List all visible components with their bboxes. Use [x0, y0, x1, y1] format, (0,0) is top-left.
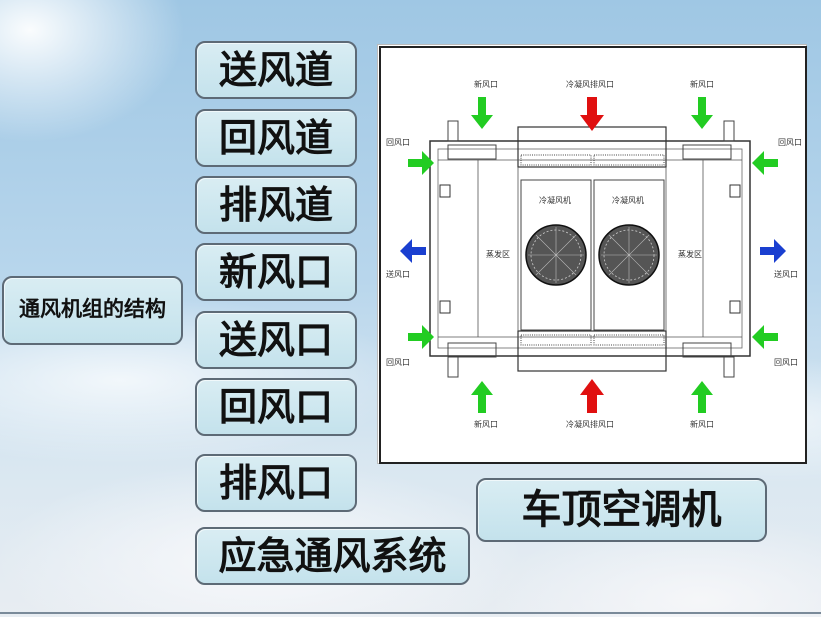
label-fresh-air-inlet[interactable]: 新风口	[195, 243, 357, 301]
label-condenser-exhaust-bottom: 冷凝风排风口	[566, 419, 614, 429]
label-return-top-right: 回风口	[778, 138, 802, 147]
arrow-exhaust-top-icon	[580, 97, 604, 131]
label-supply-right: 送风口	[774, 269, 798, 279]
label-exhaust-duct[interactable]: 排风道	[195, 176, 357, 234]
label-exhaust-outlet[interactable]: 排风口	[195, 454, 357, 512]
unit-housing	[429, 140, 751, 357]
label-supply-left: 送风口	[386, 269, 410, 279]
label-fresh-air-bottom-left: 新风口	[474, 419, 498, 429]
label-return-bottom-left: 回风口	[386, 358, 410, 367]
label-condenser-fan-left: 冷凝风机	[539, 195, 571, 205]
arrow-return-bottom-left-icon	[408, 325, 434, 349]
label-fresh-air-bottom-right: 新风口	[690, 419, 714, 429]
label-supply-duct[interactable]: 送风道	[195, 41, 357, 99]
label-evap-right: 蒸发区	[678, 249, 702, 259]
arrow-supply-right-icon	[760, 239, 786, 263]
ac-unit-diagram: 新风口 冷凝风排风口 新风口 回风口 回风口 冷凝风机 冷凝风机 蒸发区 蒸发区…	[377, 44, 807, 464]
arrow-exhaust-bottom-icon	[580, 379, 604, 413]
label-supply-outlet[interactable]: 送风口	[195, 311, 357, 369]
bottom-divider	[0, 612, 821, 614]
label-condenser-fan-right: 冷凝风机	[612, 195, 644, 205]
arrow-fresh-bottom-right-icon	[691, 381, 713, 413]
label-fresh-air-top-right: 新风口	[690, 79, 714, 89]
arrow-return-top-right-icon	[752, 151, 778, 175]
label-condenser-exhaust-top: 冷凝风排风口	[566, 79, 614, 89]
arrow-return-bottom-right-icon	[752, 325, 778, 349]
label-return-top-left: 回风口	[386, 138, 410, 147]
arrow-return-top-left-icon	[408, 151, 434, 175]
arrow-fresh-bottom-left-icon	[471, 381, 493, 413]
ac-unit-diagram-svg: 新风口 冷凝风排风口 新风口 回风口 回风口 冷凝风机 冷凝风机 蒸发区 蒸发区…	[379, 46, 807, 464]
label-return-bottom-right: 回风口	[774, 358, 798, 367]
arrow-fresh-top-right-icon	[691, 97, 713, 129]
label-fresh-air-top-left: 新风口	[474, 79, 498, 89]
label-evap-left: 蒸发区	[486, 249, 510, 259]
arrow-fresh-top-left-icon	[471, 97, 493, 129]
condenser-fan-left-bay	[520, 179, 592, 331]
label-return-inlet[interactable]: 回风口	[195, 378, 357, 436]
arrow-supply-left-icon	[400, 239, 426, 263]
label-emergency-ventilation[interactable]: 应急通风系统	[195, 527, 470, 585]
label-return-duct[interactable]: 回风道	[195, 109, 357, 167]
label-roof-ac-unit[interactable]: 车顶空调机	[476, 478, 767, 542]
condenser-fan-right-bay	[593, 179, 665, 331]
label-ventilation-unit-structure[interactable]: 通风机组的结构	[2, 276, 183, 345]
